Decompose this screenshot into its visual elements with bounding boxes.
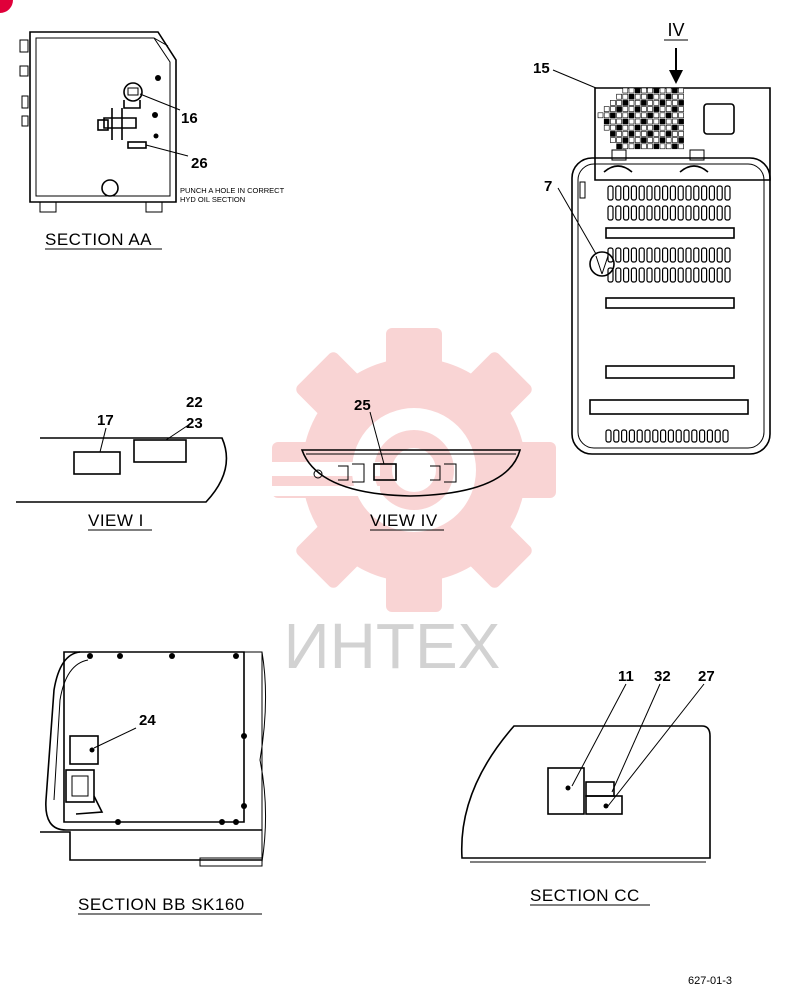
panel-view-drawing: IV xyxy=(552,20,771,455)
callout-32: 32 xyxy=(654,668,671,685)
callout-22: 22 xyxy=(186,394,203,411)
callout-7: 7 xyxy=(544,178,552,195)
section-cc-drawing xyxy=(460,683,711,863)
callout-11: 11 xyxy=(618,668,634,685)
grid-pattern xyxy=(597,87,684,150)
view-arrow-label: IV xyxy=(667,20,684,40)
punch-note-line1: PUNCH A HOLE IN CORRECT xyxy=(180,186,285,195)
section-aa-title: SECTION AA xyxy=(45,230,152,249)
view-iv-drawing xyxy=(300,411,522,497)
callout-16: 16 xyxy=(181,110,198,127)
section-cc-title: SECTION CC xyxy=(530,886,640,905)
drawing-number: 627-01-3 xyxy=(688,975,732,987)
callout-24: 24 xyxy=(139,712,156,729)
section-aa-drawing xyxy=(19,31,189,213)
section-bb-drawing xyxy=(40,651,267,867)
callout-25: 25 xyxy=(354,397,371,414)
callout-17: 17 xyxy=(97,412,114,429)
vent-slots xyxy=(605,185,731,443)
section-bb-title: SECTION BB SK160 xyxy=(78,895,245,914)
callout-15: 15 xyxy=(533,60,550,77)
watermark-gear-logo xyxy=(250,328,556,612)
callout-26: 26 xyxy=(191,155,208,172)
callout-23: 23 xyxy=(186,415,203,432)
callout-27: 27 xyxy=(698,668,715,685)
punch-note-line2: HYD OIL SECTION xyxy=(180,195,245,204)
watermark-text: ИНТЕХ xyxy=(284,610,501,682)
view-i-drawing xyxy=(16,423,228,503)
view-iv-title: VIEW IV xyxy=(370,511,438,530)
view-i-title: VIEW I xyxy=(88,511,144,530)
corner-marker xyxy=(0,0,13,13)
